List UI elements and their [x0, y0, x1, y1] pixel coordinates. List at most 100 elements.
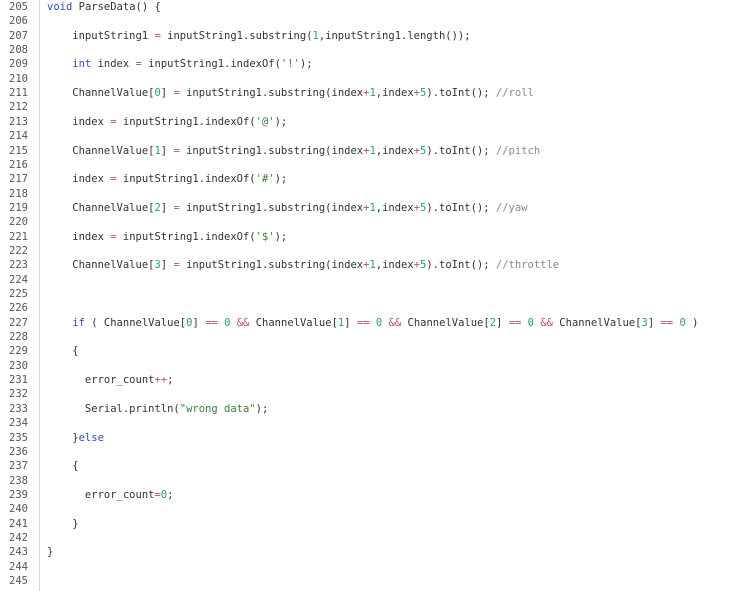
- line-code[interactable]: ChannelValue[1] = inputString1.substring…: [47, 144, 540, 158]
- code-line: 232: [0, 387, 750, 401]
- code-token: ++: [154, 374, 168, 387]
- line-code[interactable]: ChannelValue[0] = inputString1.substring…: [47, 86, 534, 100]
- code-line: 230: [0, 359, 750, 373]
- line-code[interactable]: error_count=0;: [47, 488, 174, 502]
- line-code[interactable]: }: [47, 545, 53, 559]
- code-token: 0: [224, 316, 231, 329]
- line-code[interactable]: int index = inputString1.indexOf('!');: [47, 57, 312, 71]
- code-token: ==: [660, 316, 674, 329]
- code-line: 241 }: [0, 517, 750, 531]
- code-token: ;: [167, 374, 174, 387]
- line-number: 228: [9, 331, 28, 344]
- code-token: inputString1.substring(index: [179, 87, 364, 100]
- line-code[interactable]: {: [47, 344, 79, 358]
- code-token: =: [173, 201, 180, 214]
- code-token: ChannelValue[: [401, 316, 490, 329]
- line-number: 209: [9, 58, 28, 71]
- code-token: ,index: [375, 201, 414, 214]
- line-number: 235: [9, 431, 28, 444]
- code-token: ]: [160, 201, 174, 214]
- code-token: +: [363, 201, 370, 214]
- code-token: index: [47, 173, 111, 186]
- code-line: 224: [0, 273, 750, 287]
- line-code[interactable]: {: [47, 459, 78, 473]
- code-token: =: [135, 58, 142, 71]
- code-line: 206: [0, 14, 750, 28]
- code-token: 5: [420, 144, 427, 157]
- code-line: 212: [0, 100, 750, 114]
- line-number: 217: [9, 173, 28, 186]
- code-token: +: [363, 144, 370, 157]
- line-code[interactable]: Serial.println("wrong data");: [47, 402, 268, 416]
- line-number: 219: [9, 201, 28, 214]
- code-token: index: [91, 58, 136, 71]
- code-token: 5: [420, 201, 427, 214]
- code-token: 0: [160, 488, 168, 501]
- code-token: index: [47, 115, 111, 128]
- line-code[interactable]: index = inputString1.indexOf('#');: [47, 172, 287, 186]
- code-token: {: [47, 345, 79, 358]
- code-token: ,index: [375, 259, 414, 272]
- code-token: ==: [508, 316, 522, 329]
- code-token: =: [173, 87, 180, 100]
- code-line: 239 error_count=0;: [0, 488, 750, 502]
- line-number: 233: [9, 402, 28, 415]
- code-token: 0: [154, 87, 161, 100]
- line-code[interactable]: ChannelValue[3] = inputString1.substring…: [47, 258, 559, 272]
- line-number: 240: [9, 503, 28, 516]
- code-line: 220: [0, 215, 750, 229]
- code-token: +: [363, 87, 370, 100]
- code-line: 237 {: [0, 459, 750, 473]
- code-token: &&: [388, 316, 402, 329]
- line-code[interactable]: index = inputString1.indexOf('@');: [47, 115, 287, 129]
- line-number: 208: [9, 44, 28, 57]
- code-token: ]: [160, 87, 174, 100]
- code-token: //yaw: [495, 201, 528, 214]
- line-number: 212: [9, 101, 28, 114]
- code-line: 214: [0, 129, 750, 143]
- code-token: ==: [356, 316, 370, 329]
- line-number: 242: [9, 531, 28, 544]
- code-line: 207 inputString1 = inputString1.substrin…: [0, 29, 750, 43]
- line-code[interactable]: void ParseData() {: [47, 0, 161, 14]
- code-token: 0: [186, 316, 193, 329]
- code-token: 3: [641, 316, 648, 329]
- code-token: ChannelValue[: [47, 144, 155, 157]
- line-code[interactable]: error_count++;: [47, 373, 174, 387]
- code-token: 2: [154, 201, 161, 214]
- code-token: ( ChannelValue[: [84, 316, 187, 329]
- code-token: 1: [312, 29, 319, 42]
- code-line: 216: [0, 158, 750, 172]
- code-token: 1: [369, 87, 376, 100]
- code-line: 226: [0, 301, 750, 315]
- code-token: 5: [420, 259, 427, 272]
- line-number: 239: [9, 488, 28, 501]
- line-code[interactable]: }else: [47, 431, 104, 445]
- line-number: 227: [9, 316, 28, 329]
- line-code[interactable]: ChannelValue[2] = inputString1.substring…: [47, 201, 528, 215]
- code-token: +: [363, 259, 370, 272]
- code-line: 227 if ( ChannelValue[0] == 0 && Channel…: [0, 316, 750, 330]
- line-code[interactable]: }: [47, 517, 78, 531]
- code-token: 1: [369, 259, 376, 272]
- code-line: 243}: [0, 545, 750, 559]
- code-token: inputString1.substring(index: [179, 144, 364, 157]
- code-token: +: [413, 259, 421, 272]
- line-code[interactable]: inputString1 = inputString1.substring(1,…: [47, 29, 470, 43]
- code-line: 233 Serial.println("wrong data");: [0, 402, 750, 416]
- code-line: 208: [0, 43, 750, 57]
- code-token: ).toInt();: [426, 87, 496, 100]
- line-number: 234: [9, 417, 28, 430]
- code-line: 229 {: [0, 344, 750, 358]
- code-token: 1: [154, 144, 161, 157]
- code-token: 3: [154, 259, 161, 272]
- line-number: 221: [9, 230, 28, 243]
- line-code[interactable]: index = inputString1.indexOf('$');: [47, 230, 287, 244]
- line-number: 222: [9, 244, 28, 257]
- line-number: 214: [9, 130, 28, 143]
- code-token: '$': [255, 230, 275, 243]
- code-line: 211 ChannelValue[0] = inputString1.subst…: [0, 86, 750, 100]
- code-token: =: [154, 488, 161, 501]
- line-code[interactable]: if ( ChannelValue[0] == 0 && ChannelValu…: [47, 316, 698, 330]
